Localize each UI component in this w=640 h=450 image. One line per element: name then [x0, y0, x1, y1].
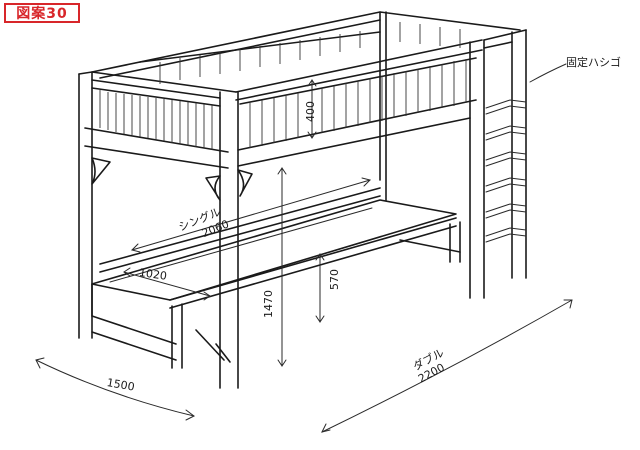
- back-guard-slats: [159, 22, 461, 84]
- upper-guard: [84, 11, 521, 201]
- ladder-pointer: [529, 63, 567, 83]
- front-guard-slats: [249, 59, 467, 148]
- fixed-ladder-label: 固定ハシゴ: [566, 56, 621, 69]
- lower-height-label: 570: [328, 269, 341, 290]
- left-guard-slats: [99, 90, 213, 150]
- right-end-frame: [469, 29, 527, 299]
- corner-brackets: [91, 157, 253, 201]
- lower-bed: [91, 187, 461, 369]
- guard-height-label: 400: [304, 101, 317, 122]
- figure-label: 図案30: [16, 6, 68, 22]
- dimension-lines: [35, 79, 573, 433]
- figure-label-badge: 図案30: [4, 3, 80, 23]
- total-height-label: 1470: [262, 290, 275, 318]
- fixed-ladder-rungs: [485, 99, 527, 243]
